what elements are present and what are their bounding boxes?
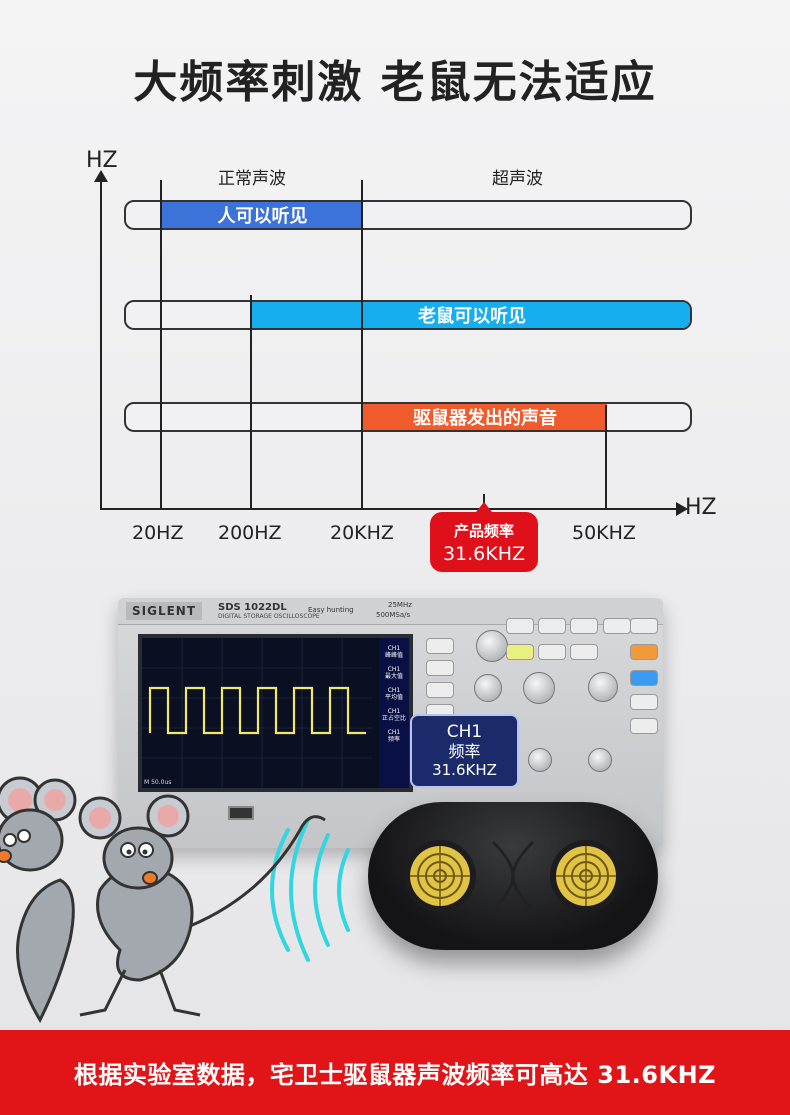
x-axis-arrow-icon bbox=[676, 502, 688, 516]
scope-menu-button[interactable] bbox=[426, 638, 454, 654]
tick-product-frequency bbox=[483, 494, 485, 508]
scope-function-button[interactable] bbox=[630, 618, 658, 634]
scope-brand: SIGLENT bbox=[126, 602, 203, 620]
freq-label: 200HZ bbox=[218, 522, 282, 544]
x-axis bbox=[100, 508, 680, 510]
scope-model: SDS 1022DL bbox=[218, 602, 287, 613]
scope-tagline: Easy hunting bbox=[308, 606, 354, 614]
gridline-20hz bbox=[160, 180, 162, 510]
scope-function-button[interactable] bbox=[630, 694, 658, 710]
scope-function-button[interactable] bbox=[538, 644, 566, 660]
scope-function-button[interactable] bbox=[603, 618, 631, 634]
scope-vertical-knob[interactable] bbox=[474, 674, 502, 702]
footer-claim: 根据实验室数据，宅卫士驱鼠器声波频率可高达 31.6KHZ bbox=[73, 1061, 717, 1089]
scope-sample-rate: 500MSa/s bbox=[376, 611, 411, 619]
y-axis-unit: HZ bbox=[86, 148, 118, 173]
range-fill-human: 人可以听见 bbox=[162, 202, 363, 228]
range-fill-repeller: 驱鼠器发出的声音 bbox=[363, 404, 607, 430]
product-frequency-badge: 产品频率 31.6KHZ bbox=[430, 502, 538, 572]
scope-function-button[interactable] bbox=[630, 644, 658, 660]
callout-channel: CH1 bbox=[446, 721, 483, 742]
y-axis-arrow-icon bbox=[94, 170, 108, 182]
product-frequency-value: 31.6KHZ bbox=[442, 542, 526, 565]
range-fill-mouse: 老鼠可以听见 bbox=[252, 302, 690, 328]
freq-label: 50KHZ bbox=[572, 522, 636, 544]
range-bar-human: 人可以听见 bbox=[124, 200, 692, 230]
scope-menu-button[interactable] bbox=[426, 660, 454, 676]
frequency-chart: HZ HZ 正常声波 超声波 人可以听见 老鼠可以听见 驱鼠器发出的声音 20H… bbox=[0, 140, 790, 580]
zone-label-normal: 正常声波 bbox=[218, 169, 286, 189]
x-axis-unit: HZ bbox=[685, 495, 717, 520]
ultrasonic-repeller-device bbox=[368, 802, 658, 950]
square-wave-trace bbox=[142, 638, 372, 788]
speaker-grille-icon bbox=[404, 840, 622, 912]
gridline-20khz bbox=[361, 180, 363, 510]
scope-function-button[interactable] bbox=[630, 718, 658, 734]
product-frequency-title: 产品频率 bbox=[453, 521, 514, 540]
zone-label-ultrasonic: 超声波 bbox=[492, 169, 543, 189]
range-bar-mouse: 老鼠可以听见 bbox=[124, 300, 692, 330]
scope-multipurpose-knob[interactable] bbox=[476, 630, 508, 662]
scope-function-button[interactable] bbox=[570, 618, 598, 634]
callout-label: 频率 bbox=[448, 741, 481, 761]
cartoon-mice-icon bbox=[0, 776, 326, 1024]
ch1-frequency-callout: CH1 频率 31.6KHZ bbox=[410, 714, 519, 788]
scope-header: SIGLENT SDS 1022DL DIGITAL STORAGE OSCIL… bbox=[118, 598, 663, 625]
scope-bandwidth: 25MHz bbox=[388, 601, 412, 609]
scope-function-button[interactable] bbox=[630, 670, 658, 686]
scope-position-knob[interactable] bbox=[528, 748, 552, 772]
scope-run-button[interactable] bbox=[506, 644, 534, 660]
footer-banner: 根据实验室数据，宅卫士驱鼠器声波频率可高达 31.6KHZ bbox=[0, 1030, 790, 1115]
freq-label: 20KHZ bbox=[330, 522, 394, 544]
oscilloscope: SIGLENT SDS 1022DL DIGITAL STORAGE OSCIL… bbox=[118, 598, 663, 848]
gridline-50khz bbox=[605, 405, 607, 510]
usb-port-icon bbox=[228, 806, 254, 820]
sound-wave-icon bbox=[270, 818, 350, 962]
scope-function-button[interactable] bbox=[538, 618, 566, 634]
range-bar-repeller: 驱鼠器发出的声音 bbox=[124, 402, 692, 432]
scope-menu-button[interactable] bbox=[426, 682, 454, 698]
timebase-readout: M 50.0us bbox=[144, 779, 172, 786]
callout-value: 31.6KHZ bbox=[432, 760, 497, 779]
scope-subtitle: DIGITAL STORAGE OSCILLOSCOPE bbox=[218, 613, 320, 620]
freq-label: 20HZ bbox=[132, 522, 184, 544]
y-axis bbox=[100, 180, 102, 510]
gridline-200hz bbox=[250, 295, 252, 510]
page-headline: 大频率刺激 老鼠无法适应 bbox=[133, 57, 657, 108]
scope-function-button[interactable] bbox=[506, 618, 534, 634]
scope-volts-knob[interactable] bbox=[523, 672, 555, 704]
scope-function-button[interactable] bbox=[570, 644, 598, 660]
scope-position-knob[interactable] bbox=[588, 748, 612, 772]
scope-horizontal-knob[interactable] bbox=[588, 672, 618, 702]
